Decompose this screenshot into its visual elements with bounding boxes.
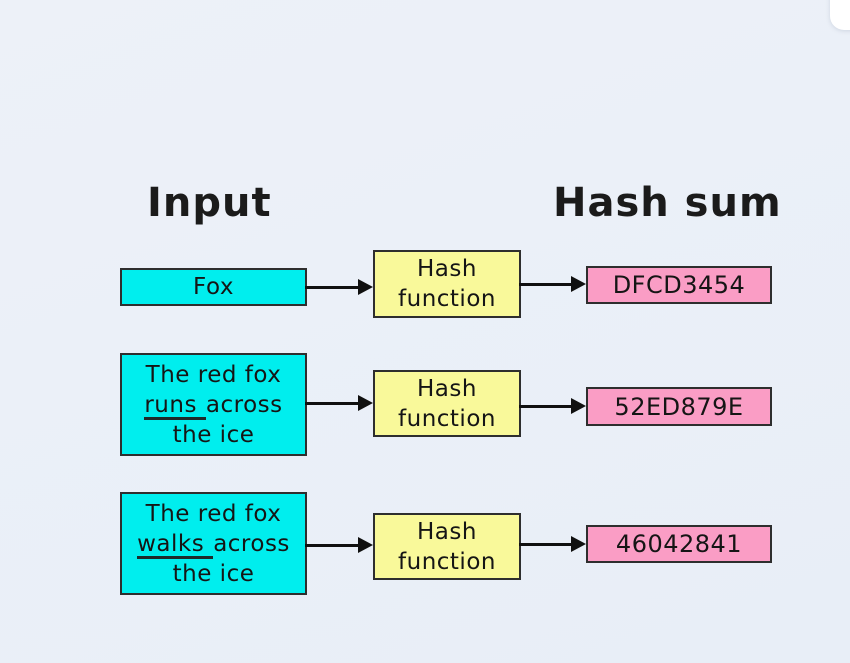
arrow-function-to-hash [519,276,586,292]
arrow-head-icon [358,395,373,411]
hash-function-label-line2: function [398,405,496,432]
underlined-word: runs [144,393,206,420]
hash-function-box: Hash function [373,250,521,318]
arrow-shaft [519,542,574,546]
arrow-shaft [305,543,361,547]
hash-sum-value: 52ED879E [614,392,744,421]
arrow-head-icon [571,536,586,552]
arrow-input-to-function [305,279,373,295]
input-text-line3: the ice [172,560,255,587]
arrow-shaft [305,285,361,289]
hash-function-label-line1: Hash [417,256,477,282]
arrow-head-icon [571,398,586,414]
hash-sum-box: 46042841 [586,525,772,563]
hash-sum-value: 46042841 [615,530,743,558]
hash-function-label-line2: function [398,286,496,312]
arrow-shaft [305,401,361,405]
arrow-shaft [519,404,574,408]
arrow-input-to-function [305,537,373,553]
arrow-head-icon [358,537,373,553]
input-text-line2-rest: across [213,530,290,557]
input-text-line3: the ice [172,421,255,448]
input-box-fox: Fox [120,268,307,306]
hash-function-label-line1: Hash [417,375,477,402]
hash-sum-column-header: Hash sum [553,180,782,226]
input-text-line1: The red fox [145,361,282,388]
arrow-function-to-hash [519,536,586,552]
arrow-function-to-hash [519,398,586,414]
hash-sum-box: 52ED879E [586,387,772,426]
white-card-corner [830,0,850,30]
input-text-line2-rest: across [205,391,283,418]
hash-function-label-line1: Hash [417,518,477,545]
hash-function-label-line2: function [398,548,496,575]
input-text-line1: The red fox [145,500,282,527]
input-column-header: Input [147,180,272,226]
arrow-head-icon [571,276,586,292]
underlined-word: walks [137,532,214,559]
hash-sum-box: DFCD3454 [586,266,772,304]
hash-sum-value: DFCD3454 [612,271,746,299]
arrow-input-to-function [305,395,373,411]
arrow-head-icon [358,279,373,295]
input-text: Fox [193,274,234,300]
hash-function-box: Hash function [373,370,521,437]
arrow-shaft [519,282,574,286]
hash-function-box: Hash function [373,513,521,580]
